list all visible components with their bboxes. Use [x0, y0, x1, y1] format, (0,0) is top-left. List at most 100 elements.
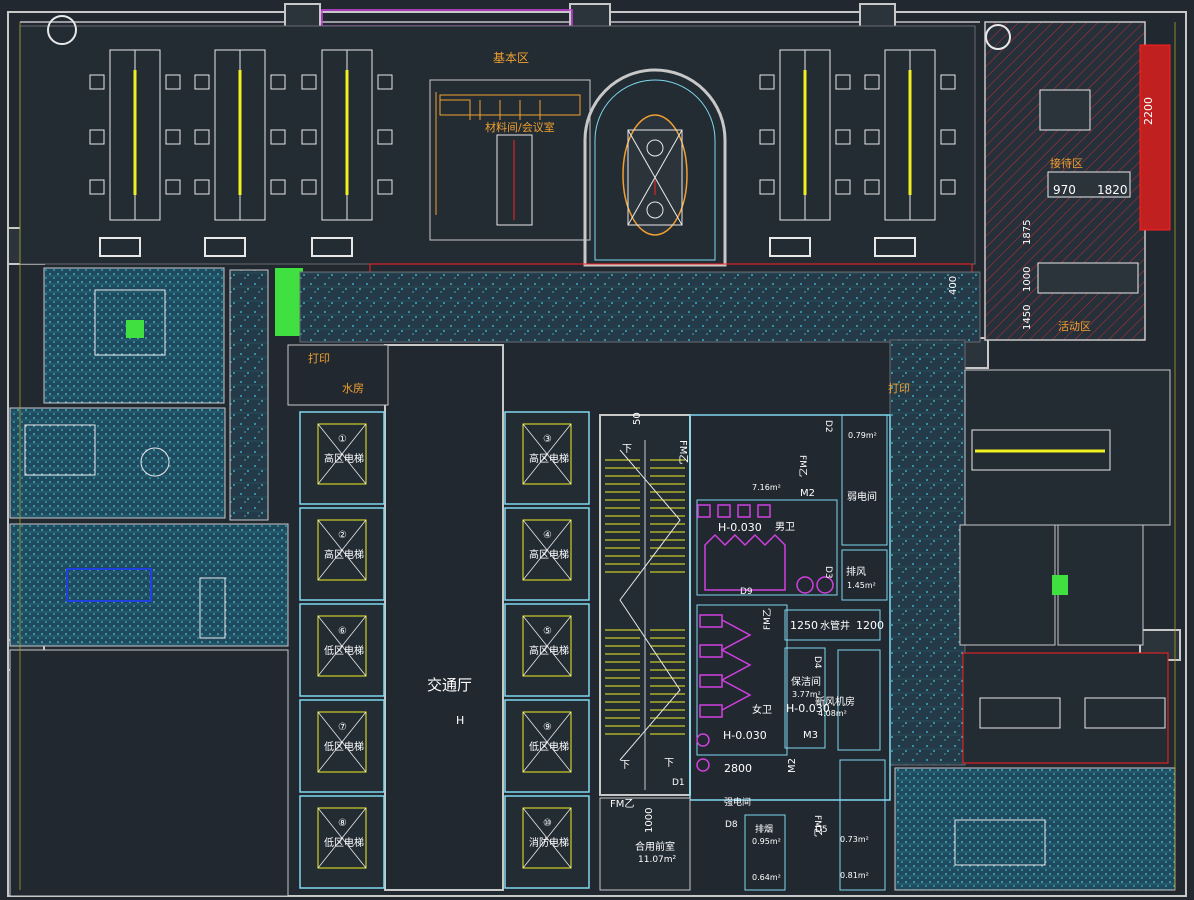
area-front: 7.16m² [752, 483, 781, 492]
area-fan: 4.08m² [818, 709, 847, 718]
label-print: 打印 [308, 351, 330, 365]
label-cleaning: 保洁间 [791, 675, 821, 688]
dim-1200: 1200 [856, 619, 884, 632]
elevator-right-3: ⑨ 低区电梯 [504, 699, 590, 793]
area-smoke-e: 0.95m² [752, 837, 781, 846]
door-fm1: FM乙 [677, 440, 689, 464]
door-d4: D4 [812, 656, 822, 669]
corridor-right [889, 339, 966, 766]
area-smoke-a: 0.79m² [848, 431, 877, 440]
label-smoke-small: 排烟 [755, 823, 773, 835]
stair-down-3: 下 [664, 758, 674, 769]
elevator-label: 低区电梯 [324, 836, 364, 849]
office-area-top [19, 25, 976, 275]
area-smoke-d: 0.81m² [840, 871, 869, 880]
door-d5: D5 [815, 825, 828, 835]
utility-core [599, 414, 891, 891]
reception-area [984, 21, 1171, 341]
label-pantry: 水房 [342, 382, 364, 395]
elevator-label: 低区电梯 [324, 644, 364, 657]
elevator-label: 高区电梯 [529, 452, 569, 465]
elevator-number: ⑦ [338, 722, 347, 733]
stair-down-2: 下 [620, 760, 630, 771]
door-d1: D1 [672, 778, 685, 788]
elevator-right-0: ③ 高区电梯 [504, 411, 590, 505]
area-smoke-b: 1.45m² [847, 581, 876, 590]
dim-1000: 1000 [1022, 267, 1033, 292]
corridor-strip [299, 271, 981, 343]
elevator-label: 高区电梯 [324, 548, 364, 561]
dim-1250: 1250 [790, 619, 818, 632]
label-wc-female: 女卫 [752, 703, 772, 716]
elevator-label: 高区电梯 [324, 452, 364, 465]
elevator-label: 低区电梯 [324, 740, 364, 753]
door-fm3: FM乙 [762, 608, 773, 630]
door-fm4: FM乙 [812, 815, 823, 837]
label-smoke-right: 排风 [846, 565, 866, 578]
label-pipe-well: 水管井 [820, 619, 850, 632]
dim-50: 50 [632, 412, 643, 425]
label-meeting-room: 材料间/会议室 [485, 120, 555, 134]
door-d8: D8 [725, 820, 738, 830]
door-d9: D9 [740, 587, 753, 597]
area-smoke-c: 0.73m² [840, 835, 869, 844]
level-lobby: H [456, 714, 464, 727]
stair-down-1: 下 [622, 444, 632, 455]
elevator-left-1: ② 高区电梯 [299, 507, 385, 601]
label-weak-elec: 弱电间 [847, 490, 877, 503]
label-lobby: 交通厅 [427, 676, 472, 694]
label-refuge: 合用前室 [635, 840, 675, 853]
elevator-label: 高区电梯 [529, 644, 569, 657]
dim-2800: 2800 [724, 762, 752, 775]
stair-block [599, 414, 691, 796]
door-d3: D3 [823, 566, 833, 579]
door-m2b: M2 [787, 758, 798, 773]
elevator-left-4: ⑧ 低区电梯 [299, 795, 385, 889]
elevator-left-3: ⑦ 低区电梯 [299, 699, 385, 793]
door-fm2: FM乙 [610, 798, 634, 810]
label-office-area: 基本区 [493, 51, 529, 65]
label-wc-male: 男卫 [775, 521, 795, 533]
door-fm-bottom: FM乙 [797, 455, 808, 477]
dim-1000b: 1000 [644, 808, 655, 833]
elevator-left-2: ⑥ 低区电梯 [299, 603, 385, 697]
dim-2200: 2200 [1142, 97, 1155, 125]
dim-1875: 1875 [1022, 220, 1033, 245]
elevator-number: ② [338, 530, 347, 541]
plant-icon [47, 15, 77, 45]
label-print-right: 打印 [888, 381, 910, 395]
label-strong-elec: 强电间 [724, 796, 751, 808]
lobby [384, 344, 504, 891]
door-m3: M3 [803, 730, 818, 741]
elevator-column-left: ① 高区电梯 ② 高区电梯 ⑥ 低区电梯 ⑦ 低区电梯 ⑧ 低区电梯 [299, 411, 385, 889]
label-fan-room: 新风机房 [815, 695, 855, 708]
level-h3: H-0.030 [723, 729, 767, 742]
level-h1: H-0.030 [718, 521, 762, 534]
elevator-right-2: ⑤ 高区电梯 [504, 603, 590, 697]
elevator-number: ⑥ [338, 626, 347, 637]
elevator-number: ⑨ [543, 722, 552, 733]
dim-1820: 1820 [1097, 183, 1128, 197]
door-m2: M2 [800, 488, 815, 499]
right-offices [894, 369, 1176, 891]
elevator-label: 低区电梯 [529, 740, 569, 753]
elevator-left-0: ① 高区电梯 [299, 411, 385, 505]
dim-400: 400 [948, 276, 959, 295]
elevator-number: ⑧ [338, 818, 347, 829]
label-activity: 活动区 [1058, 320, 1091, 333]
elevator-number: ① [338, 434, 347, 445]
door-d2: D2 [823, 420, 833, 433]
elevator-number: ⑤ [543, 626, 552, 637]
elevator-number: ④ [543, 530, 552, 541]
dim-970: 970 [1053, 183, 1076, 197]
label-reception: 接待区 [1050, 156, 1083, 170]
level-h2: H-0.030 [786, 702, 830, 715]
area-refuge: 11.07m² [638, 855, 677, 865]
elevator-number: ③ [543, 434, 552, 445]
left-offices [9, 267, 303, 647]
area-smoke-f: 0.64m² [752, 873, 781, 882]
